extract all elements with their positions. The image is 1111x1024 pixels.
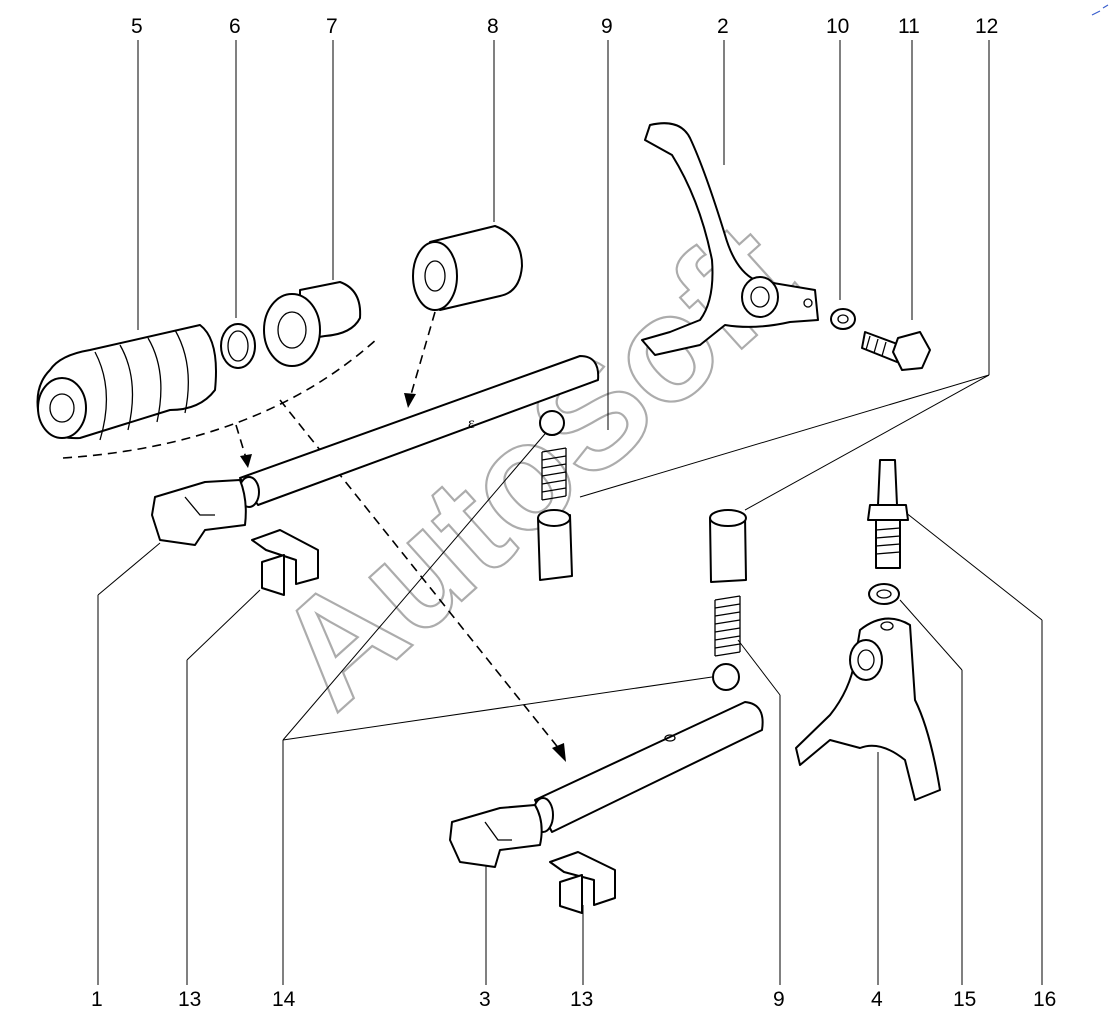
corner-mark — [1091, 4, 1109, 16]
bellows-boot — [36, 324, 217, 441]
callout-7: 7 — [326, 15, 338, 38]
top-callouts: 5 6 7 8 9 2 10 11 12 — [131, 15, 998, 38]
callout-10: 10 — [826, 15, 849, 38]
shift-rod-lower — [449, 701, 764, 868]
callout-11: 11 — [898, 15, 920, 38]
shift-fork-lower — [795, 617, 941, 801]
callout-4: 4 — [871, 988, 883, 1011]
callout-1: 1 — [91, 988, 103, 1011]
svg-text:ε: ε — [468, 415, 475, 432]
leader-lines — [97, 40, 1043, 985]
callout-3: 3 — [479, 988, 491, 1011]
callout-12: 12 — [975, 15, 998, 38]
callout-14: 14 — [272, 988, 296, 1011]
callout-13-right: 13 — [570, 988, 593, 1011]
flanged-bushing — [263, 281, 362, 367]
detent-ball-lower — [712, 663, 740, 691]
clip-right — [549, 851, 616, 914]
callout-5: 5 — [131, 15, 143, 38]
callout-13-left: 13 — [178, 988, 201, 1011]
callout-16: 16 — [1033, 988, 1056, 1011]
stud — [867, 459, 909, 569]
shift-rod-upper: ε — [151, 355, 600, 546]
callout-8: 8 — [487, 15, 499, 38]
assembly-arrows — [62, 311, 566, 762]
o-ring — [220, 323, 256, 369]
callout-9-bottom: 9 — [773, 988, 785, 1011]
lock-washer-upper — [830, 308, 856, 330]
detent-ball-upper — [539, 410, 565, 436]
lock-washer-lower — [868, 583, 900, 605]
detent-spring-upper — [541, 447, 567, 501]
detent-upper-set — [537, 410, 573, 581]
bolt — [861, 331, 931, 371]
callout-6: 6 — [229, 15, 241, 38]
sleeve — [412, 225, 523, 311]
callout-9-top: 9 — [601, 15, 613, 38]
callout-15: 15 — [953, 988, 976, 1011]
bottom-callouts: 1 13 14 3 13 9 4 15 16 — [91, 988, 1056, 1011]
spring-lower — [714, 595, 741, 657]
sleeve-right — [709, 509, 747, 583]
callout-2: 2 — [717, 15, 729, 38]
shift-fork-upper — [641, 122, 819, 356]
clip-left — [251, 529, 319, 596]
